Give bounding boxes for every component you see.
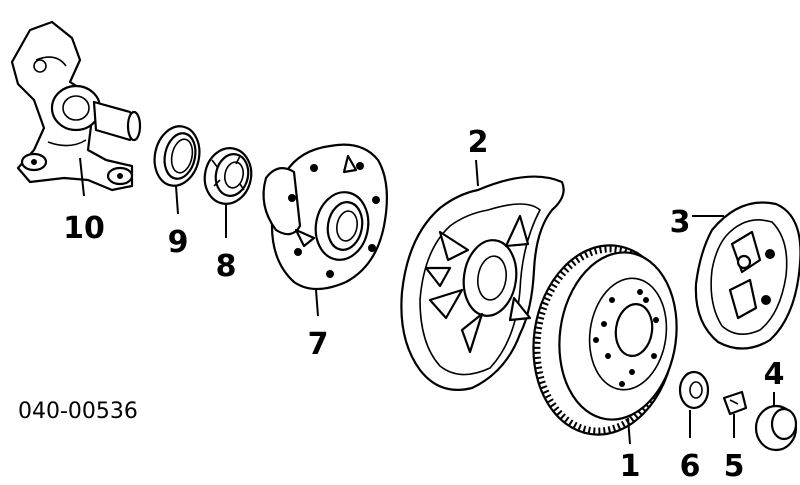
diagram-part-number: 040-00536 — [18, 399, 138, 424]
callout-9: 9 — [168, 225, 189, 260]
callout-1: 1 — [620, 449, 641, 484]
washer — [678, 370, 710, 410]
brake-rotor — [532, 244, 678, 436]
callout-10: 10 — [63, 211, 105, 246]
callout-4: 4 — [764, 357, 785, 392]
steering-knuckle — [10, 20, 142, 192]
callout-7: 7 — [308, 327, 329, 362]
grease-seal — [153, 125, 201, 187]
brake-caliper — [694, 201, 800, 350]
wheel-hub — [262, 143, 388, 291]
callout-2: 2 — [468, 125, 489, 160]
wheel-bearing — [203, 147, 253, 205]
dust-shield — [400, 175, 565, 391]
callout-8: 8 — [216, 249, 237, 284]
lock-clip — [722, 390, 748, 416]
callout-5: 5 — [724, 449, 745, 484]
callout-6: 6 — [680, 449, 701, 484]
hub-cap — [754, 404, 798, 452]
callout-3: 3 — [670, 205, 691, 240]
